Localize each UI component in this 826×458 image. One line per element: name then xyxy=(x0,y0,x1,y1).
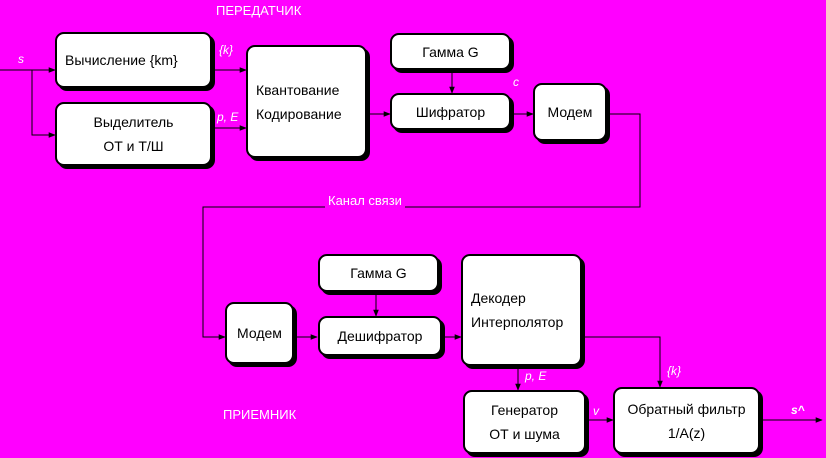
arrow-input-to-extractor xyxy=(31,70,56,138)
quantizer-coder-block: Квантование Кодирование xyxy=(246,45,367,158)
signal-s-input: s xyxy=(18,52,24,66)
signal-pe-tx: p, E xyxy=(217,110,239,124)
quantizer-block-line1: Квантование xyxy=(256,81,340,98)
generator-block-line2: ОТ и шума xyxy=(489,426,560,442)
channel-label: Канал связи xyxy=(325,194,405,208)
calc-block: Вычисление {km} xyxy=(55,32,212,88)
signal-v: v xyxy=(593,404,599,418)
modem-tx-block: Модем xyxy=(533,83,607,141)
signal-c: c xyxy=(513,75,519,89)
filter-block-line2: 1/A(z) xyxy=(667,424,706,441)
gamma-rx-label: Гамма G xyxy=(350,265,407,281)
quantizer-block-line2: Кодирование xyxy=(256,105,342,122)
decoder-block-line2: Интерполятор xyxy=(471,314,564,330)
channel-line xyxy=(202,113,641,340)
extractor-block-line2: ОТ и Т/Ш xyxy=(103,138,164,154)
inverse-filter-block: Обратный фильтр 1/A(z) xyxy=(613,387,760,454)
extractor-block: Выделитель ОТ и Т/Ш xyxy=(55,102,212,166)
gamma-rx-block: Гамма G xyxy=(318,254,439,292)
decoder-block-line1: Декодер xyxy=(471,290,526,306)
calc-block-label: Вычисление {km} xyxy=(65,52,178,68)
generator-block-line1: Генератор xyxy=(490,402,559,418)
signal-pe-rx: p, E xyxy=(525,369,547,383)
extractor-block-line1: Выделитель xyxy=(93,114,174,130)
generator-block: Генератор ОТ и шума xyxy=(463,390,586,454)
signal-km-rx: {k} xyxy=(667,364,682,378)
arrow-decoder-to-filter xyxy=(582,336,663,388)
filter-block-line1: Обратный фильтр xyxy=(627,400,746,417)
decipher-block: Дешифратор xyxy=(318,316,442,356)
decipher-label: Дешифратор xyxy=(337,328,423,344)
decoder-interpolator-block: Декодер Интерполятор xyxy=(461,254,582,366)
transmitter-title: ПЕРЕДАТЧИК xyxy=(216,3,302,18)
modem-tx-label: Модем xyxy=(547,104,593,120)
modem-rx-block: Модем xyxy=(225,302,294,364)
receiver-title: ПРИЕМНИК xyxy=(223,407,297,422)
signal-km-tx: {k} xyxy=(219,43,234,57)
signal-s-output: s^ xyxy=(791,403,805,417)
cipher-block: Шифратор xyxy=(390,93,511,130)
modem-rx-label: Модем xyxy=(237,325,282,341)
gamma-tx-block: Гамма G xyxy=(390,33,511,70)
cipher-label: Шифратор xyxy=(415,103,486,120)
gamma-tx-label: Гамма G xyxy=(422,43,479,60)
